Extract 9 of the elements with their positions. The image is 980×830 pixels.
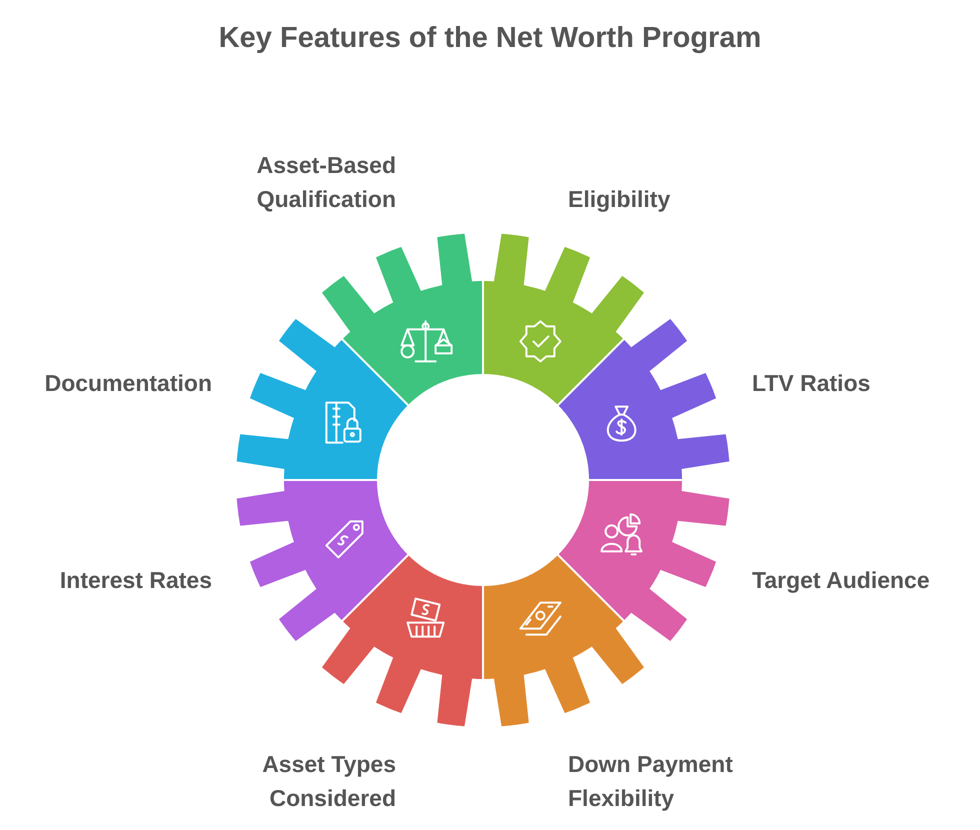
feature-label: Interest Rates	[60, 566, 212, 595]
title: Key Features of the Net Worth Program	[218, 22, 762, 55]
feature-label: Target Audience	[752, 566, 930, 595]
feature-label: Asset Types Considered	[261, 750, 396, 813]
feature-label: Asset-Based Qualification	[256, 151, 396, 214]
feature-label: Eligibility	[568, 185, 670, 214]
feature-label: Documentation	[44, 369, 212, 398]
feature-label: LTV Ratios	[752, 369, 870, 398]
feature-label: Down Payment Flexibility	[568, 750, 734, 813]
